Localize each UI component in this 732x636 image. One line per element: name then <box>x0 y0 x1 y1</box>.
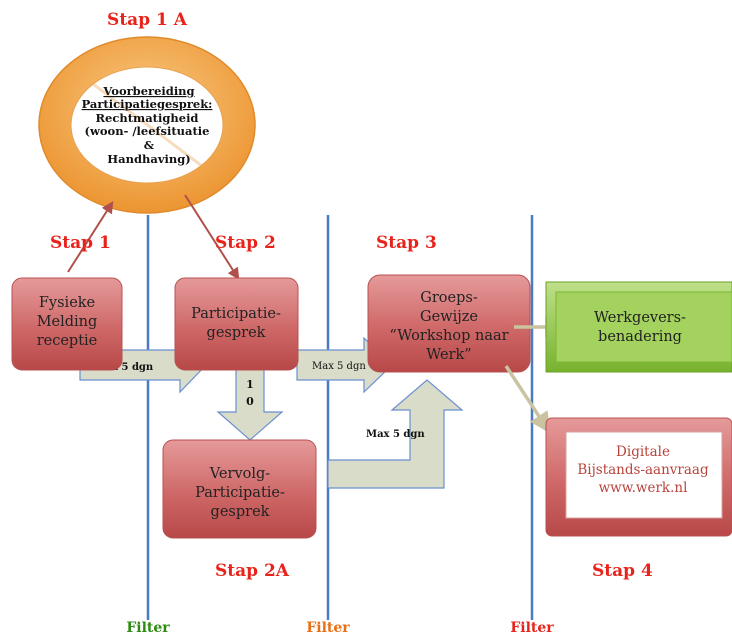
filter-label-green: Filter <box>126 620 170 636</box>
box-digitale-aanvraag: Digitale Bijstands-aanvraag www.werk.nl <box>545 417 732 537</box>
groeps-line-4: Werk” <box>426 347 471 363</box>
arrow-elbow-max5 <box>327 379 464 489</box>
prohibited-line-5: & <box>144 138 155 152</box>
stap-1-label: Stap 1 <box>50 233 111 253</box>
groeps-line-1: Groeps- <box>420 290 478 306</box>
box-participatiegesprek: Participatie- gesprek <box>174 277 299 371</box>
stap-2a-label: Stap 2A <box>215 561 290 581</box>
arrow-max5-2-label: Max 5 dgn <box>312 361 366 372</box>
vervolg-line-1: Vervolg- <box>209 466 270 482</box>
prohibited-line-1: Voorbereiding <box>102 84 194 98</box>
prohibited-line-3: Rechtmatigheid <box>96 111 199 125</box>
digitale-line-3: www.werk.nl <box>599 480 688 496</box>
stap-4-label: Stap 4 <box>592 561 653 581</box>
stap-3-label: Stap 3 <box>376 233 437 253</box>
stap-2-label: Stap 2 <box>215 233 276 253</box>
arrow-sign-to-participatie <box>184 194 240 281</box>
prohibited-line-2: Participatiegesprek: <box>82 97 213 111</box>
arrow-down-10 <box>216 364 284 441</box>
prohibited-line-4: (woon- /leefsituatie <box>85 124 210 138</box>
arrow-down-label-1: 1 <box>246 378 254 391</box>
arrow-down-label-2: 0 <box>246 395 254 408</box>
werkgevers-line-2: benadering <box>598 329 682 345</box>
fysieke-line-2: Melding <box>37 314 98 330</box>
arrow-max5-1-label: max 5 dgn <box>95 362 154 373</box>
arrow-to-digitale <box>504 365 551 434</box>
werkgevers-line-1: Werkgevers- <box>594 310 686 326</box>
filter-label-red: Filter <box>510 620 554 636</box>
box-vervolg-participatiegesprek: Vervolg- Participatie- gesprek <box>162 439 317 539</box>
groeps-line-3: “Workshop naar <box>389 328 508 344</box>
box-groeps-workshop: Groeps- Gewijze “Workshop naar Werk” <box>367 274 531 373</box>
vervolg-line-3: gesprek <box>211 504 270 520</box>
box-werkgeversbenadering: Werkgevers- benadering <box>545 281 732 373</box>
arrow-fysieke-to-sign <box>67 200 114 273</box>
participatie-line-1: Participatie- <box>191 306 281 322</box>
box-fysieke-melding: Fysieke Melding receptie <box>11 277 123 371</box>
groeps-line-2: Gewijze <box>420 309 478 325</box>
vervolg-line-2: Participatie- <box>195 485 285 501</box>
digitale-line-2: Bijstands-aanvraag <box>577 462 709 478</box>
arrow-elbow-label: Max 5 dgn <box>366 429 425 440</box>
fysieke-line-1: Fysieke <box>39 295 95 311</box>
participatie-line-2: gesprek <box>207 325 266 341</box>
stap-1a-label: Stap 1 A <box>107 10 188 30</box>
fysieke-line-3: receptie <box>37 333 98 349</box>
prohibited-line-6: Handhaving) <box>107 152 190 166</box>
filter-label-orange: Filter <box>306 620 350 636</box>
prohibited-sign: Voorbereiding Participatiegesprek: Recht… <box>38 36 256 214</box>
digitale-line-1: Digitale <box>616 444 670 460</box>
